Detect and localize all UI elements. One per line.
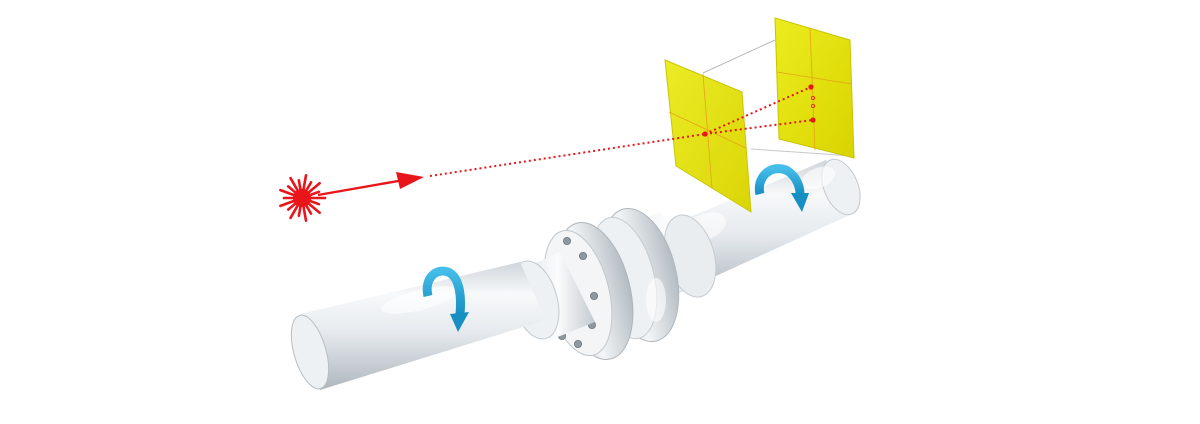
laser-burst-ray — [306, 201, 321, 215]
laser-burst-ray — [289, 203, 300, 220]
front-target-panel — [664, 59, 752, 213]
laser-burst-ray — [297, 204, 302, 218]
laser-burst-ray — [302, 174, 308, 192]
left-rotation-arrow-icon — [422, 266, 469, 332]
rear-target-ring — [811, 96, 816, 101]
laser-burst-ray — [306, 181, 321, 195]
laser-burst-ray — [297, 178, 302, 192]
shaft-highlight-2 — [800, 166, 836, 190]
rear-target-dot-lower — [810, 117, 816, 123]
rear-target-panel — [774, 17, 855, 159]
left-shaft — [290, 262, 546, 390]
laser-burst-ray — [286, 185, 298, 195]
laser-burst-ray — [308, 199, 321, 206]
right-rotation-arrow-icon — [754, 164, 809, 212]
laser-burst-ray — [279, 188, 296, 197]
laser-burst-ray — [304, 181, 313, 193]
laser-burst-ray — [308, 190, 321, 197]
laser-arrowhead-icon — [396, 172, 424, 189]
rear-target-ring-2 — [811, 104, 816, 109]
laser-beam-upper — [704, 86, 812, 135]
laser-beam — [317, 86, 814, 197]
laser-burst-ray — [279, 199, 296, 208]
shaft-highlight-3 — [381, 286, 459, 314]
laser-beam-lower — [704, 119, 814, 135]
target-connector — [702, 39, 854, 157]
laser-burst-ray — [286, 201, 298, 211]
laser-burst-ray — [304, 203, 313, 215]
laser-burst-icon — [279, 174, 327, 222]
laser-burst-ray — [302, 204, 308, 222]
laser-burst-ray — [289, 176, 300, 193]
